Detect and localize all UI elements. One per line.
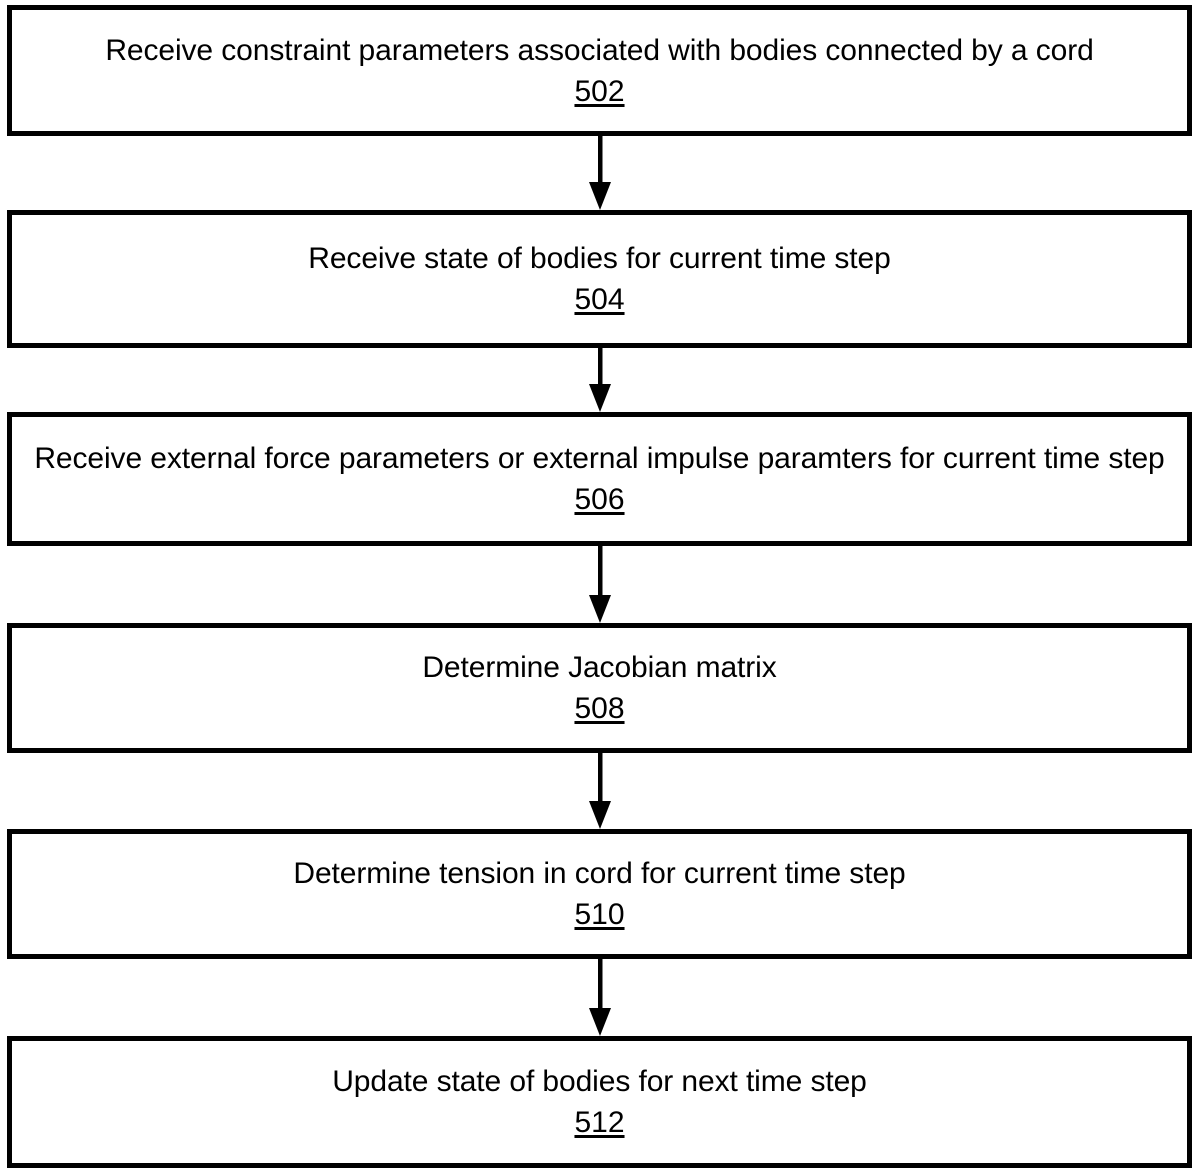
flow-step-508: Determine Jacobian matrix 508 [7,623,1192,753]
flow-step-506-label: Receive external force parameters or ext… [34,442,1165,475]
connector-502-to-504 [583,136,617,210]
flow-step-506-reference: 506 [574,483,625,516]
flow-step-506: Receive external force parameters or ext… [7,412,1192,546]
flow-step-504-reference: 504 [574,283,625,316]
flow-step-512-label: Update state of bodies for next time ste… [332,1065,867,1098]
connector-510-to-512 [583,959,617,1036]
connector-504-to-506 [583,348,617,412]
flow-step-510: Determine tension in cord for current ti… [7,829,1192,959]
flow-step-502-reference: 502 [574,74,625,108]
flow-step-510-reference: 510 [574,898,625,931]
flow-step-508-reference: 508 [574,692,625,725]
flow-step-502: Receive constraint parameters associated… [7,5,1192,136]
flow-step-508-label: Determine Jacobian matrix [422,651,777,684]
flow-step-512-reference: 512 [574,1106,625,1139]
connector-508-to-510 [583,753,617,829]
connector-506-to-508 [583,546,617,623]
flow-step-510-label: Determine tension in cord for current ti… [293,857,906,890]
flow-step-502-label: Receive constraint parameters associated… [105,33,1094,67]
flow-step-512: Update state of bodies for next time ste… [7,1036,1192,1168]
flow-step-504-label: Receive state of bodies for current time… [308,242,891,275]
flow-step-504: Receive state of bodies for current time… [7,210,1192,348]
